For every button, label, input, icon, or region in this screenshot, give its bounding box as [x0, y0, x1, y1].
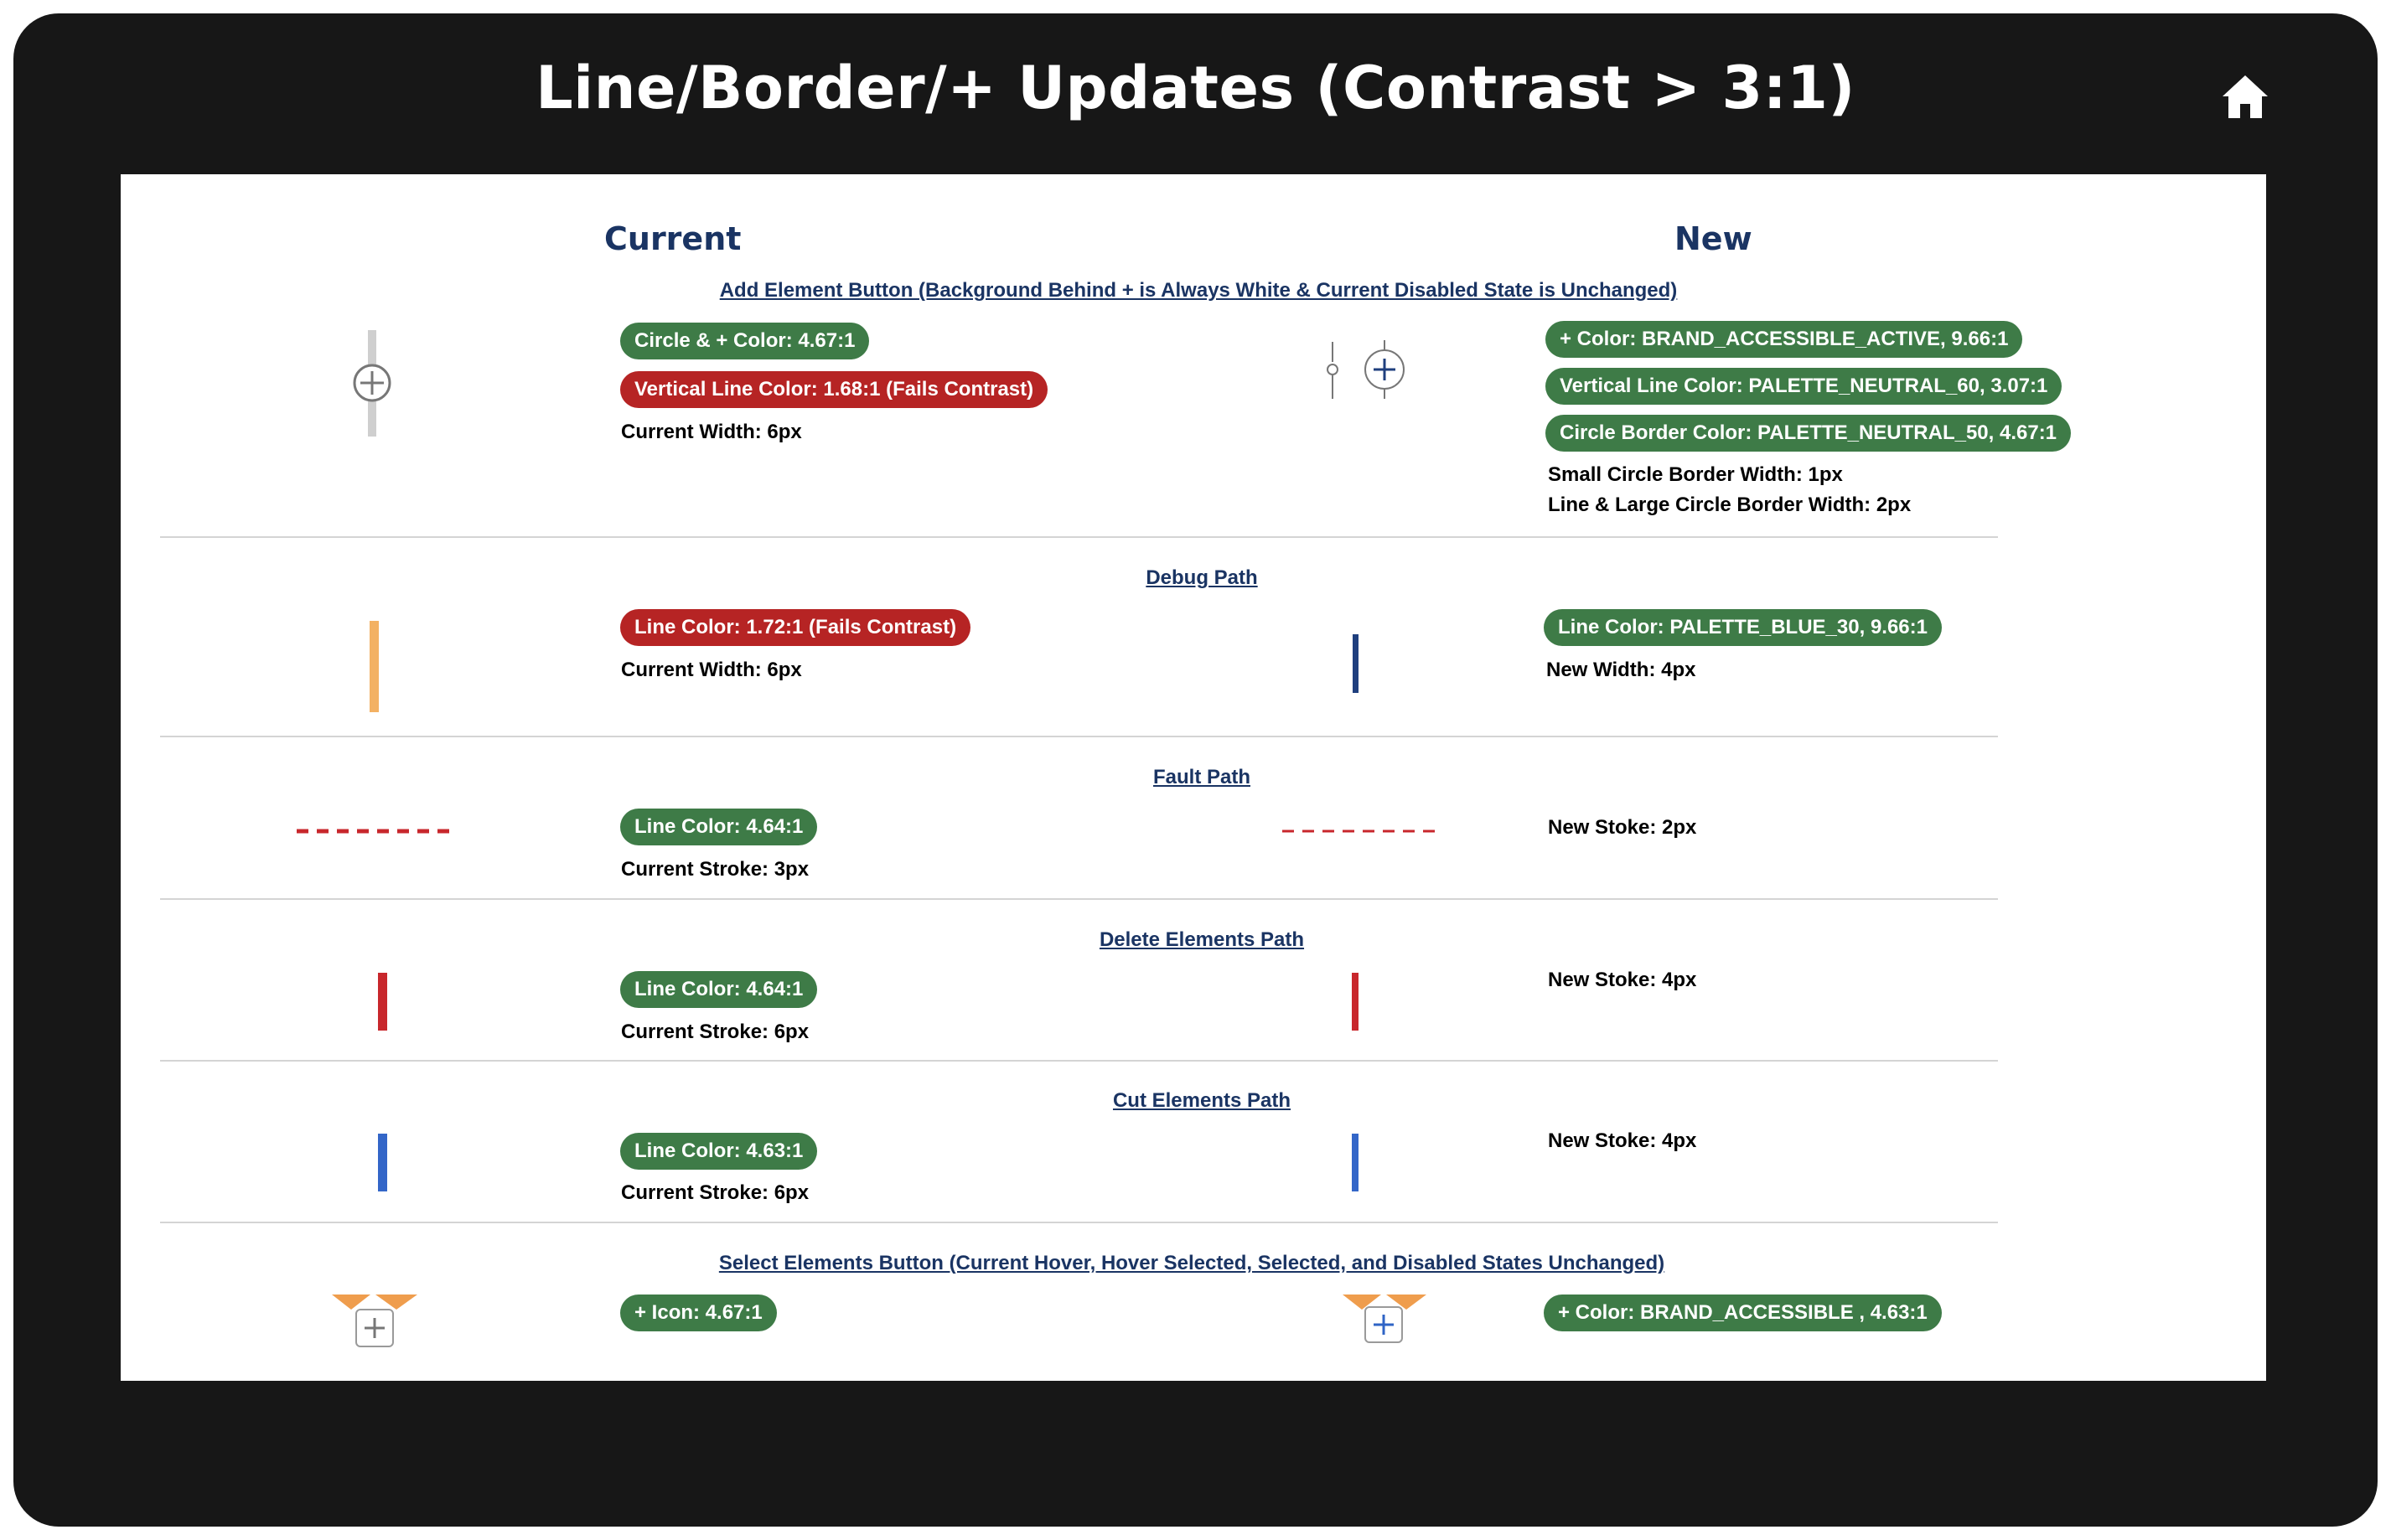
section-title-debug-path: Debug Path	[1146, 566, 1258, 589]
section-divider	[160, 736, 1998, 737]
select-elements-current-visual	[332, 1295, 417, 1347]
add-new-note-large: Line & Large Circle Border Width: 2px	[1548, 494, 1912, 516]
add-element-new-visual	[1327, 340, 1405, 399]
add-new-note-small: Small Circle Border Width: 1px	[1548, 463, 1843, 486]
cut-current-pill: Line Color: 4.63:1	[620, 1133, 818, 1170]
column-header-new: New	[1674, 220, 1752, 257]
fault-current-note: Current Stroke: 3px	[621, 858, 810, 881]
column-header-current: Current	[604, 220, 742, 257]
cut-current-note: Current Stroke: 6px	[621, 1181, 810, 1204]
debug-current-line	[370, 621, 379, 712]
cut-new-note: New Stoke: 4px	[1548, 1129, 1697, 1152]
debug-current-pill: Line Color: 1.72:1 (Fails Contrast)	[620, 609, 971, 646]
select-new-pill: + Color: BRAND_ACCESSIBLE , 4.63:1	[1544, 1295, 1942, 1331]
fault-current-pill: Line Color: 4.64:1	[620, 809, 818, 845]
debug-new-pill: Line Color: PALETTE_BLUE_30, 9.66:1	[1544, 609, 1942, 646]
delete-new-line	[1352, 973, 1359, 1031]
delete-new-note: New Stoke: 4px	[1548, 969, 1697, 991]
add-current-note: Current Width: 6px	[621, 421, 802, 443]
cut-new-line	[1352, 1134, 1359, 1191]
section-title-cut-path: Cut Elements Path	[1112, 1089, 1291, 1112]
fault-new-line	[1282, 829, 1437, 833]
debug-new-line	[1353, 634, 1359, 693]
add-new-pill-line: Vertical Line Color: PALETTE_NEUTRAL_60,…	[1545, 368, 2062, 405]
debug-current-note: Current Width: 6px	[621, 659, 802, 681]
section-divider	[160, 1060, 1998, 1062]
section-title-add-element: Add Element Button (Background Behind + …	[719, 279, 1678, 302]
add-new-pill-plus: + Color: BRAND_ACCESSIBLE_ACTIVE, 9.66:1	[1545, 321, 2023, 358]
section-title-delete-path: Delete Elements Path	[1099, 928, 1305, 951]
section-title-fault-path: Fault Path	[1152, 766, 1251, 788]
home-icon[interactable]	[2221, 74, 2269, 120]
delete-current-note: Current Stroke: 6px	[621, 1021, 810, 1043]
add-current-pill-circle: Circle & + Color: 4.67:1	[620, 323, 870, 359]
debug-new-note: New Width: 4px	[1546, 659, 1696, 681]
add-new-pill-border: Circle Border Color: PALETTE_NEUTRAL_50,…	[1545, 415, 2072, 452]
fault-new-note: New Stoke: 2px	[1548, 816, 1697, 839]
select-current-pill: + Icon: 4.67:1	[620, 1295, 777, 1331]
section-divider	[160, 1222, 1998, 1223]
section-divider	[160, 536, 1998, 538]
select-elements-new-visual	[1343, 1295, 1426, 1343]
next-button[interactable]: Next	[2162, 1300, 2266, 1351]
fault-current-line	[297, 829, 456, 834]
add-current-pill-line: Vertical Line Color: 1.68:1 (Fails Contr…	[620, 371, 1048, 408]
section-title-select-elements: Select Elements Button (Current Hover, H…	[718, 1252, 1665, 1274]
page-title: Line/Border/+ Updates (Contrast > 3:1)	[536, 54, 1855, 122]
delete-current-line	[378, 973, 387, 1031]
section-divider	[160, 898, 1998, 900]
cut-current-line	[378, 1134, 387, 1191]
delete-current-pill: Line Color: 4.64:1	[620, 971, 818, 1008]
back-button[interactable]: Back	[121, 1300, 226, 1351]
add-element-current-visual	[353, 330, 391, 437]
